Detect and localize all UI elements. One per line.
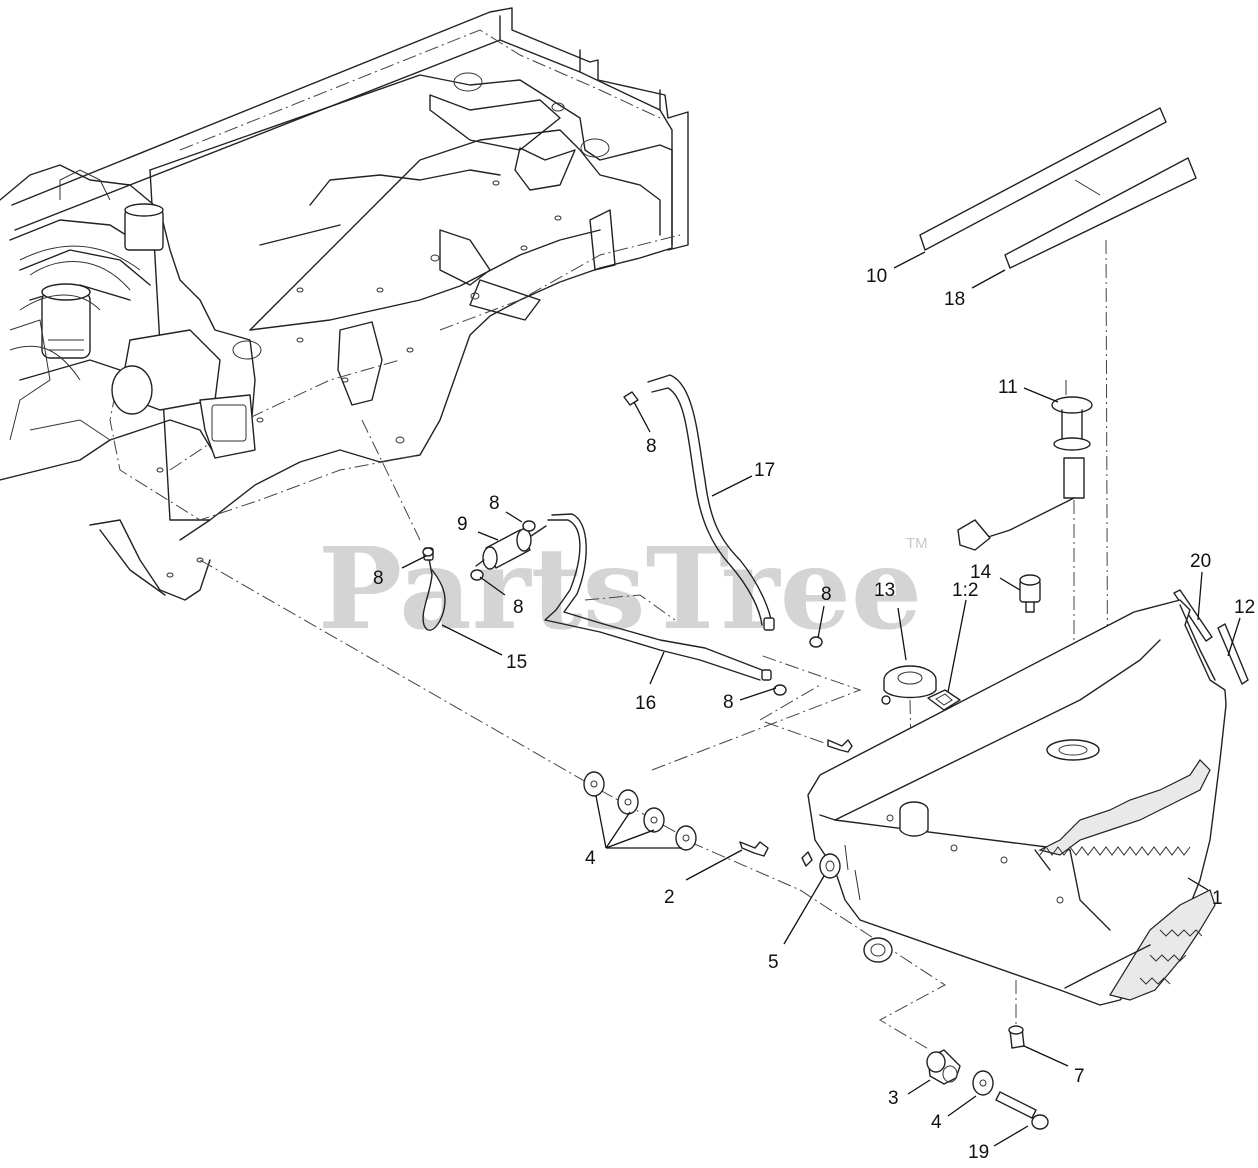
bolt-19	[995, 1091, 1049, 1130]
callout-1-2: 1:2	[952, 580, 978, 601]
washer-5	[801, 851, 841, 879]
callout-20: 20	[1190, 551, 1211, 572]
bolt-2	[739, 739, 853, 857]
watermark: PartsTree TM	[318, 524, 928, 655]
frame-assembly	[11, 7, 689, 601]
callout-16: 16	[635, 693, 656, 714]
callout-8c: 8	[373, 568, 384, 589]
leader-lines	[401, 251, 1241, 1147]
fuel-cap-13	[881, 665, 937, 705]
callout-9: 9	[457, 514, 468, 535]
engine-assembly	[0, 164, 256, 481]
callout-1: 1	[1212, 888, 1223, 909]
fuel-tank-1	[807, 599, 1227, 1006]
callout-12: 12	[1234, 597, 1255, 618]
washers-4	[583, 771, 994, 1096]
callout-17: 17	[754, 460, 775, 481]
callout-4b: 4	[931, 1112, 942, 1133]
callout-8f: 8	[723, 692, 734, 713]
hose-17	[647, 374, 775, 631]
isolator-3	[926, 1049, 961, 1085]
hose-16	[544, 513, 772, 681]
fuel-filter-9	[475, 525, 547, 570]
callout-15: 15	[506, 652, 527, 673]
drain-7	[1008, 1025, 1025, 1049]
callout-2: 2	[664, 887, 675, 908]
callout-8a: 8	[646, 436, 657, 457]
callout-7: 7	[1074, 1066, 1085, 1087]
callout-8d: 8	[513, 597, 524, 618]
watermark-text: PartsTree	[318, 524, 922, 655]
decal-10	[919, 107, 1167, 251]
pin-12	[1217, 623, 1249, 685]
callout-10: 10	[866, 266, 887, 287]
callout-5: 5	[768, 952, 779, 973]
callout-13: 13	[874, 580, 895, 601]
callout-11: 11	[998, 377, 1018, 398]
decal-18	[1004, 157, 1197, 269]
callout-18: 18	[944, 289, 965, 310]
fuel-sender-11	[957, 380, 1093, 551]
callout-3: 3	[888, 1088, 899, 1109]
decal-1-2	[927, 689, 961, 711]
callout-8b: 8	[489, 493, 500, 514]
callout-19: 19	[968, 1142, 989, 1163]
watermark-trademark: TM	[906, 535, 928, 552]
callout-14: 14	[970, 562, 992, 583]
callouts: 10 18 11 17 8 8 9 8 8 15 8 8 16 13 1:2 1…	[373, 266, 1255, 1163]
callout-8e: 8	[821, 584, 832, 605]
callout-4a: 4	[585, 848, 596, 869]
